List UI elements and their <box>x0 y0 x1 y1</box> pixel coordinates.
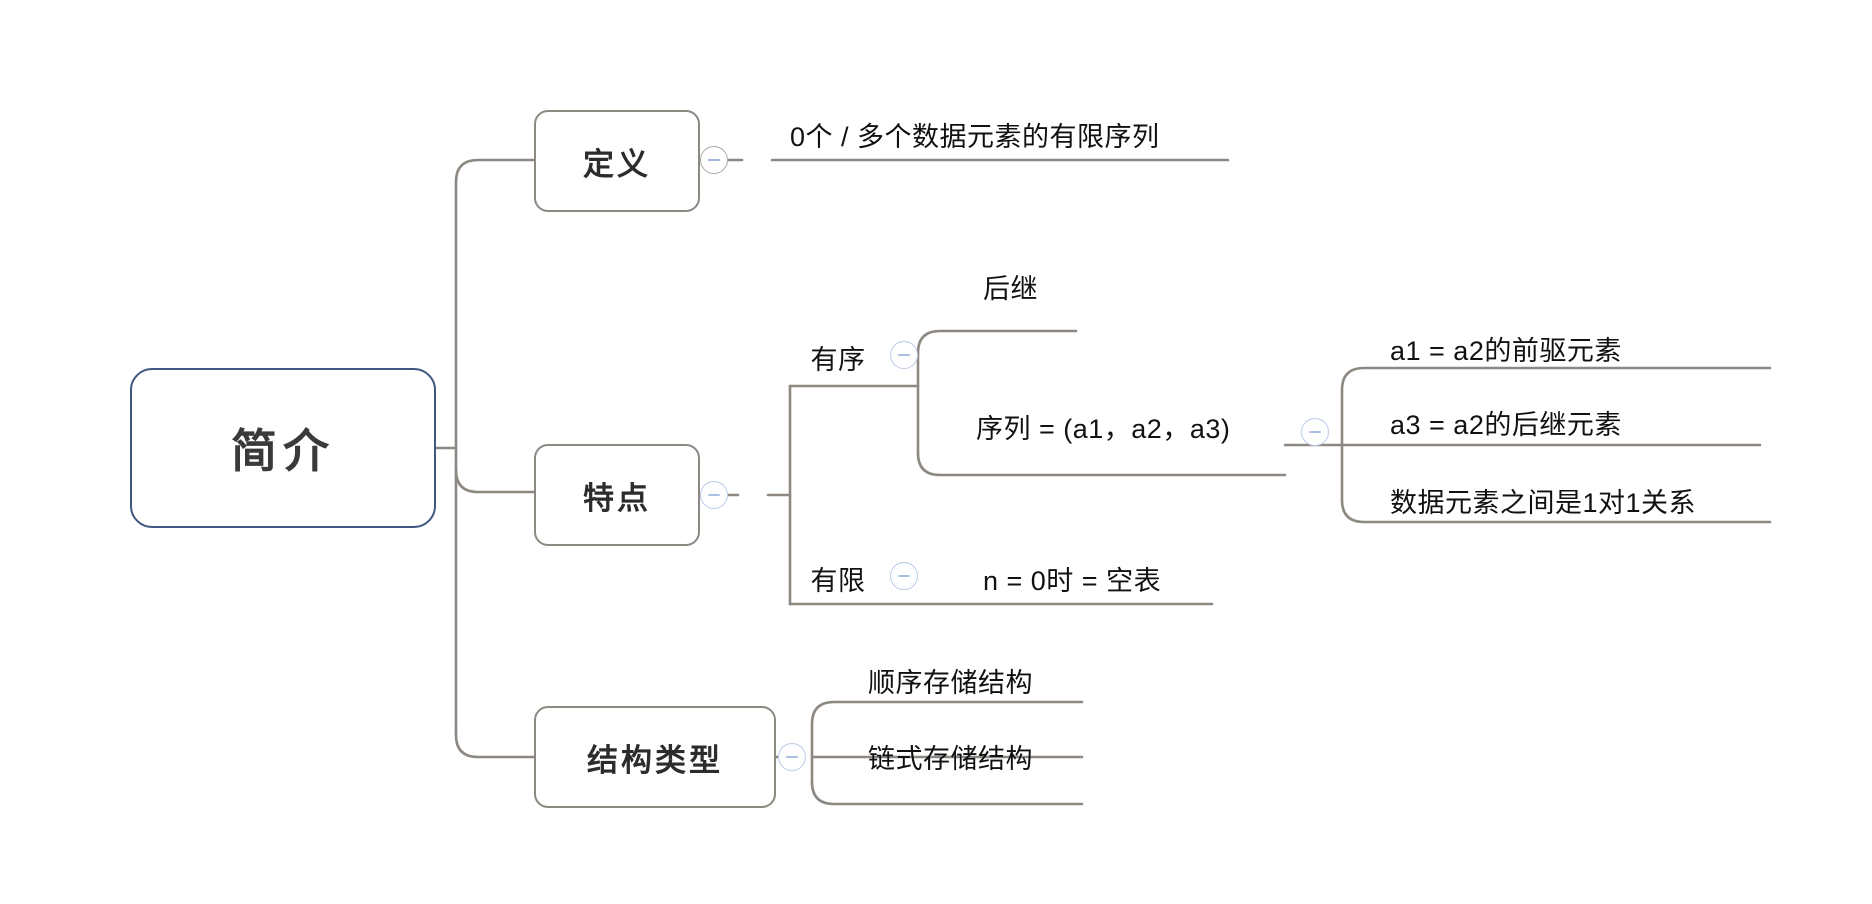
collapse-minus-icon <box>898 353 910 357</box>
leaf-node-youxian[interactable]: 有限 <box>790 556 886 600</box>
collapse-toggle-youxian[interactable] <box>890 562 918 590</box>
leaf-node-linked-storage-label: 链式存储结构 <box>868 743 1033 774</box>
leaf-node-one-to-one-label: 数据元素之间是1对1关系 <box>1390 487 1697 518</box>
leaf-node-youxu[interactable]: 有序 <box>790 335 886 379</box>
branch-node-structure-type[interactable]: 结构类型 <box>534 706 776 808</box>
leaf-node-sequential-storage[interactable]: 顺序存储结构 <box>860 658 1100 702</box>
edge-to-definition <box>454 158 536 184</box>
leaf-node-a1-predecessor-label: a1 = a2的前驱元素 <box>1390 335 1622 366</box>
edge-xulie-leaf3 <box>1340 498 1772 524</box>
collapse-minus-icon <box>898 574 910 578</box>
edge-to-features <box>454 468 536 494</box>
edge-youxu-houji <box>916 329 1078 355</box>
collapse-toggle-definition[interactable] <box>700 146 728 174</box>
branch-node-definition[interactable]: 定义 <box>534 110 700 212</box>
collapse-toggle-features[interactable] <box>700 481 728 509</box>
leaf-node-youxian-label: 有限 <box>810 565 866 596</box>
leaf-node-definition-1[interactable]: 0个 / 多个数据元素的有限序列 <box>782 110 1242 158</box>
edge-structure-leaf1 <box>810 700 1084 726</box>
branch-node-features[interactable]: 特点 <box>534 444 700 546</box>
edge-structure-leaf3 <box>810 780 1084 806</box>
leaf-node-a3-successor-label: a3 = a2的后继元素 <box>1390 409 1622 440</box>
leaf-node-houji-label: 后继 <box>983 273 1038 304</box>
collapse-minus-icon <box>708 158 720 162</box>
edge-youxu-xulie <box>916 451 1287 477</box>
leaf-node-youxu-label: 有序 <box>810 344 866 375</box>
leaf-node-empty-list[interactable]: n = 0时 = 空表 <box>975 556 1235 600</box>
edge-to-structure <box>454 733 536 759</box>
collapse-toggle-structure-type[interactable] <box>778 743 806 771</box>
branch-node-features-label: 特点 <box>583 480 651 516</box>
root-node[interactable]: 简介 <box>130 368 436 528</box>
collapse-minus-icon <box>1309 430 1321 434</box>
leaf-node-sequence[interactable]: 序列 = (a1，a2，a3) <box>968 402 1288 450</box>
branch-node-definition-label: 定义 <box>583 146 651 182</box>
edge-xulie-leaf1 <box>1340 366 1772 392</box>
collapse-toggle-youxu[interactable] <box>890 341 918 369</box>
leaf-node-one-to-one[interactable]: 数据元素之间是1对1关系 <box>1382 478 1802 522</box>
collapse-toggle-sequence[interactable] <box>1301 418 1329 446</box>
collapse-minus-icon <box>786 755 798 759</box>
leaf-node-houji[interactable]: 后继 <box>975 264 1135 308</box>
leaf-node-a1-predecessor[interactable]: a1 = a2的前驱元素 <box>1382 326 1782 370</box>
leaf-node-empty-list-label: n = 0时 = 空表 <box>983 565 1162 596</box>
branch-node-structure-type-label: 结构类型 <box>587 742 723 778</box>
leaf-node-definition-1-label: 0个 / 多个数据元素的有限序列 <box>790 121 1160 152</box>
root-node-label: 简介 <box>231 425 335 477</box>
leaf-node-sequential-storage-label: 顺序存储结构 <box>868 667 1033 698</box>
leaf-node-linked-storage[interactable]: 链式存储结构 <box>860 734 1100 778</box>
leaf-node-a3-successor[interactable]: a3 = a2的后继元素 <box>1382 400 1782 444</box>
leaf-node-sequence-label: 序列 = (a1，a2，a3) <box>976 413 1231 444</box>
collapse-minus-icon <box>708 493 720 497</box>
